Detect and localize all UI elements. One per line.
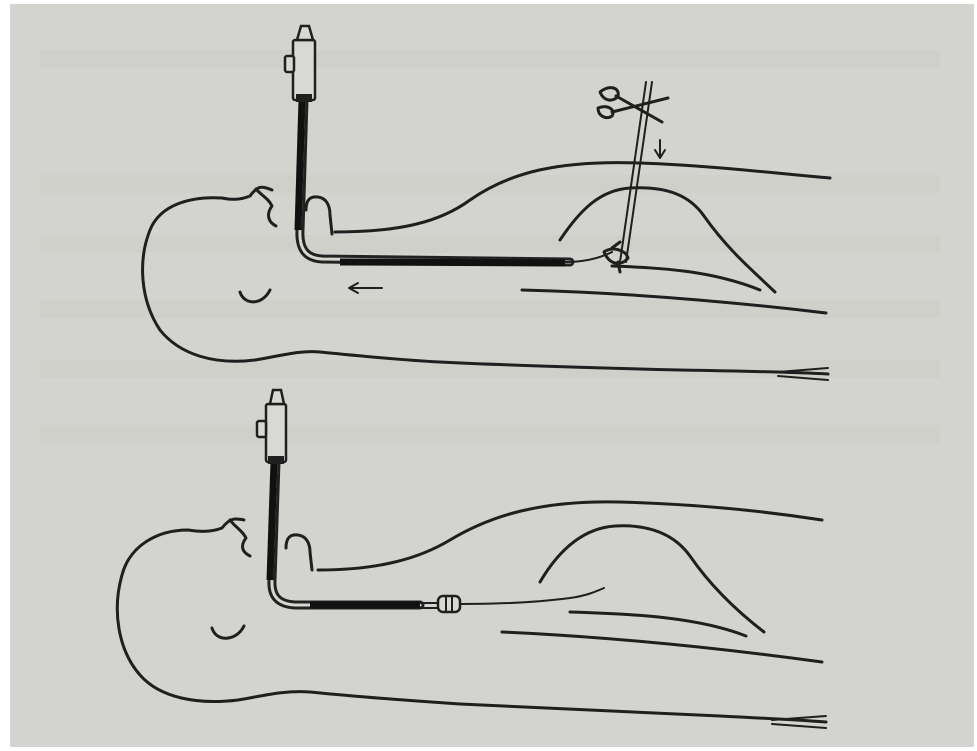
bottom-endoscope-sheath-upper <box>270 462 274 580</box>
top-endoscope-sheath-upper <box>298 100 302 230</box>
top-endoscope-sheath-lower <box>340 262 565 263</box>
